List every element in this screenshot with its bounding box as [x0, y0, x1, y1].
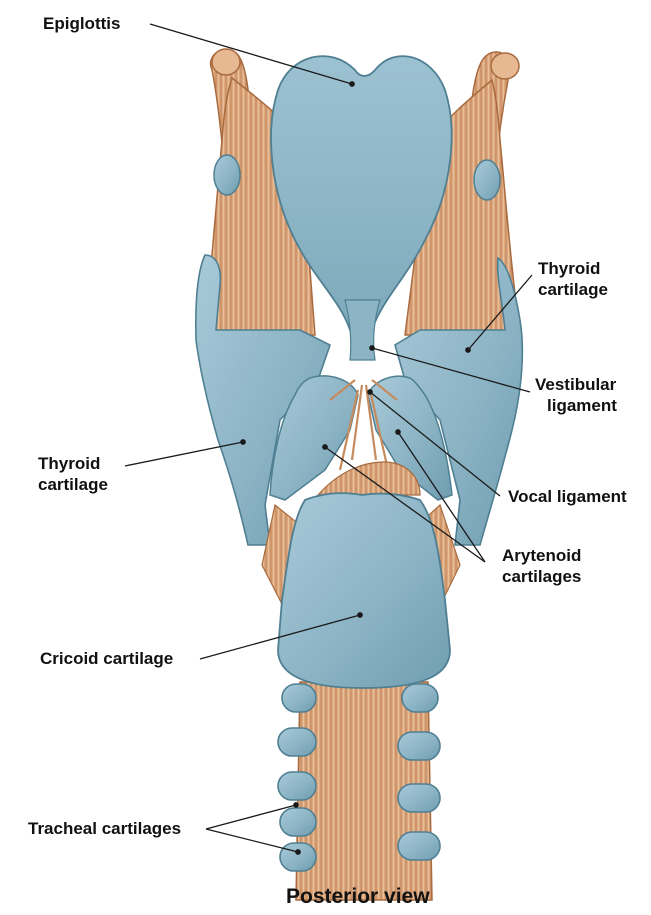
label-thyroid-cartilage-left: Thyroid cartilage	[38, 453, 108, 495]
label-arytenoid-line2: cartilages	[502, 566, 581, 587]
label-thyroid-right-line1: Thyroid	[538, 258, 608, 279]
tracheal-ring-r2	[398, 732, 440, 760]
label-thyroid-right-line2: cartilage	[538, 279, 608, 300]
tracheal-ring-l3	[278, 772, 316, 800]
figure-caption: Posterior view	[286, 885, 430, 909]
tracheal-ring-r1	[402, 684, 438, 712]
leader-epiglottis	[150, 24, 352, 84]
label-epiglottis: Epiglottis	[43, 13, 120, 34]
thyroid-horn-left-tip	[212, 49, 240, 75]
label-thyroid-cartilage-right: Thyroid cartilage	[538, 258, 608, 300]
tracheal-ring-l4	[280, 808, 316, 836]
tracheal-ring-l5	[280, 843, 316, 871]
label-vestibular-line2: ligament	[535, 395, 617, 416]
label-vestibular-line1: Vestibular	[535, 374, 617, 395]
triticeous-nodule-right	[474, 160, 500, 200]
label-vocal-ligament: Vocal ligament	[508, 486, 627, 507]
label-tracheal-cartilages: Tracheal cartilages	[28, 818, 181, 839]
tracheal-ring-l2	[278, 728, 316, 756]
label-arytenoid-cartilages: Arytenoid cartilages	[502, 545, 581, 587]
label-thyroid-left-line1: Thyroid	[38, 453, 108, 474]
cricoid-shape	[278, 493, 450, 688]
tracheal-ring-r4	[398, 832, 440, 860]
tracheal-ring-l1	[282, 684, 316, 712]
label-cricoid-cartilage: Cricoid cartilage	[40, 648, 173, 669]
label-arytenoid-line1: Arytenoid	[502, 545, 581, 566]
thyroid-horn-right-tip	[491, 53, 519, 79]
label-vestibular-ligament: Vestibular ligament	[535, 374, 617, 416]
label-thyroid-left-line2: cartilage	[38, 474, 108, 495]
tracheal-ring-r3	[398, 784, 440, 812]
triticeous-nodule-left	[214, 155, 240, 195]
